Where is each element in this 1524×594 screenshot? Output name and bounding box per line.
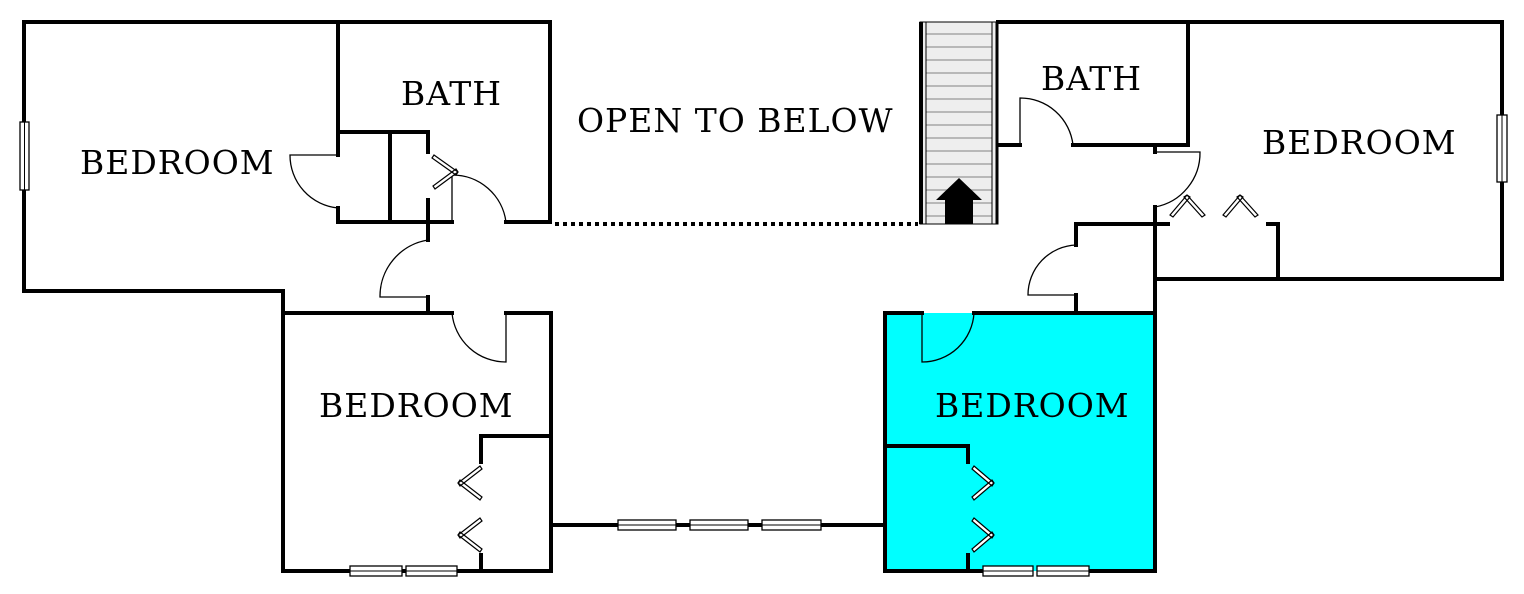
door-bedroom-highlighted-hall xyxy=(1027,244,1077,296)
staircase xyxy=(919,21,999,225)
door-bedroom-closet xyxy=(289,154,339,209)
room-bedroom-highlighted[interactable] xyxy=(885,313,1155,571)
label-bedroom-top-left: BEDROOM xyxy=(80,143,275,182)
windows xyxy=(19,114,1508,577)
door-bath-right xyxy=(1019,97,1074,146)
door-bedroom-top-right xyxy=(1154,151,1201,208)
closet-bifold-doors xyxy=(431,154,1259,553)
label-open-to-below: OPEN TO BELOW xyxy=(577,101,894,140)
walls xyxy=(22,20,1504,573)
label-bedroom-top-right: BEDROOM xyxy=(1262,123,1457,162)
label-bath-left: BATH xyxy=(401,74,502,113)
door-bedroom-top-left xyxy=(379,239,429,298)
label-bedroom-bottom-left: BEDROOM xyxy=(319,386,514,425)
door-bedroom-highlighted xyxy=(921,312,975,363)
stairs-up-arrow-icon xyxy=(936,178,982,224)
label-bath-right: BATH xyxy=(1041,59,1142,98)
door-bath-left xyxy=(451,174,507,223)
label-bedroom-highlighted: BEDROOM xyxy=(935,386,1130,425)
door-bedroom-bottom-left xyxy=(451,312,507,363)
